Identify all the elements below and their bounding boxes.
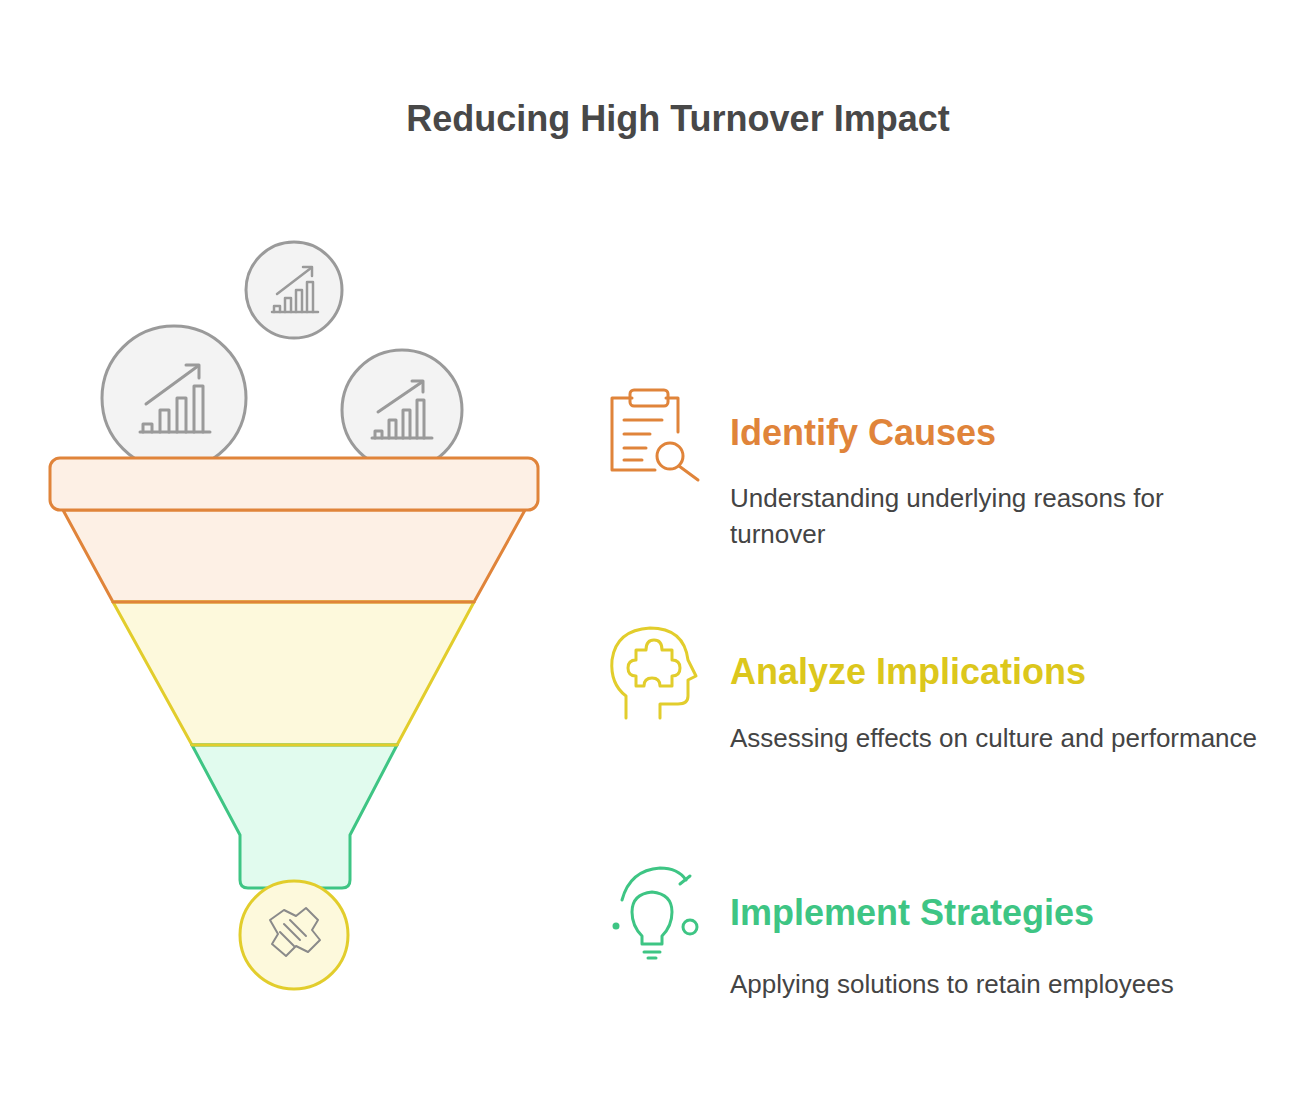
step-heading: Analyze Implications (730, 651, 1086, 693)
chart-circle (102, 326, 246, 470)
funnel-band (113, 602, 474, 745)
handshake-circle (240, 881, 348, 989)
diagram-title: Reducing High Turnover Impact (406, 98, 949, 140)
chart-circle (342, 350, 462, 470)
step-heading: Implement Strategies (730, 892, 1094, 934)
head-puzzle-icon (612, 628, 696, 718)
funnel-rim (50, 458, 538, 510)
step-heading: Identify Causes (730, 412, 996, 454)
step-description: Assessing effects on culture and perform… (730, 720, 1260, 756)
funnel-band (192, 745, 397, 888)
step-description: Applying solutions to retain employees (730, 966, 1260, 1002)
funnel-band (63, 510, 525, 602)
chart-circle (246, 242, 342, 338)
clipboard-icon (612, 390, 698, 480)
step-description: Understanding underlying reasons for tur… (730, 480, 1260, 552)
lightbulb-icon (614, 868, 697, 958)
